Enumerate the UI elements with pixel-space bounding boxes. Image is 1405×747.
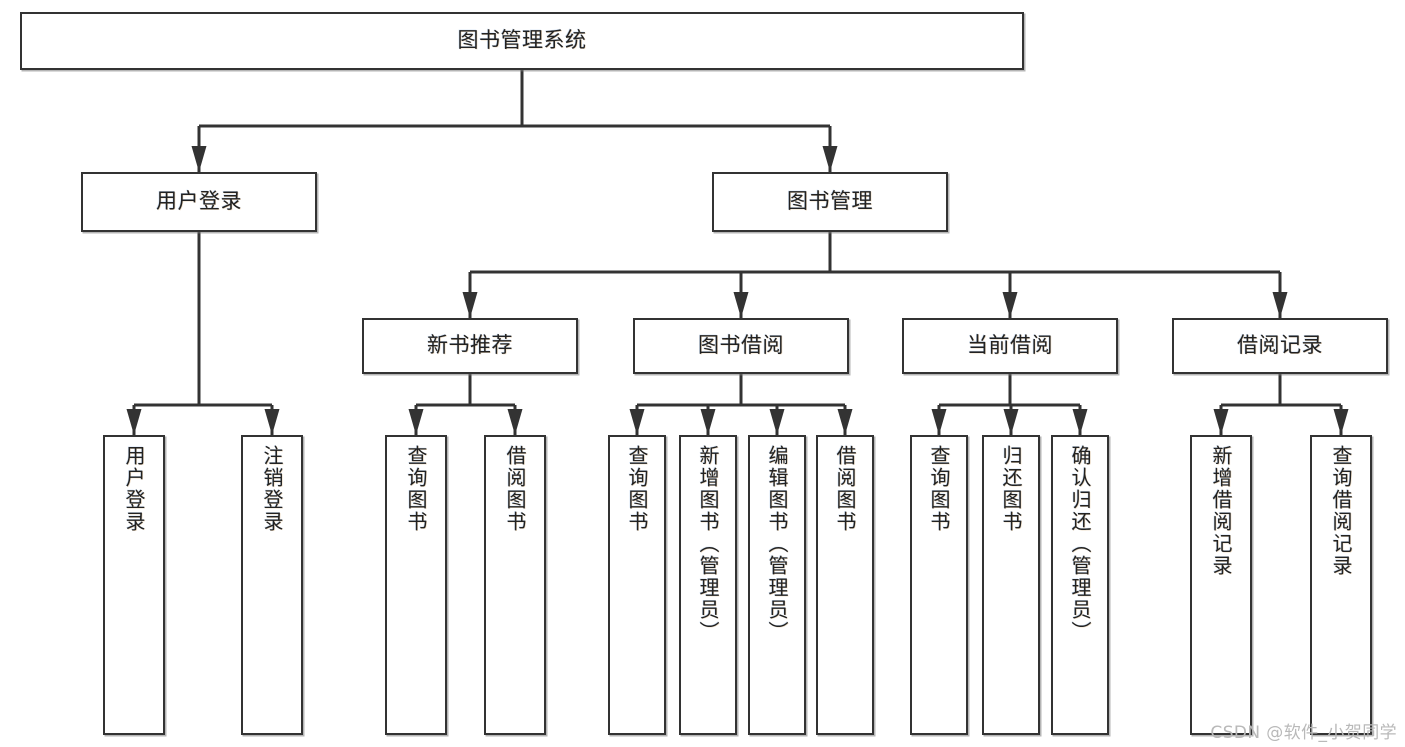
node-records[interactable]: 借阅记录 <box>1172 318 1388 374</box>
arrowhead-to-leaf-rec-2 <box>1333 409 1349 435</box>
arrowhead-to-leaf-rec-1 <box>1213 409 1229 435</box>
arrowhead-to-leaf-bor-3 <box>769 409 785 435</box>
node-label: 借阅图书 <box>833 445 857 533</box>
arrowhead-to-leaf-login-1 <box>126 409 142 435</box>
node-label: 查询图书 <box>625 445 649 533</box>
arrowhead-to-records <box>1272 292 1288 318</box>
node-leaf-rec-1[interactable]: 新增借阅记录 <box>1190 435 1252 735</box>
arrowhead-to-leaf-bor-2 <box>700 409 716 435</box>
node-label: 借阅图书 <box>503 445 527 533</box>
node-label: 新增图书（管理员） <box>696 445 720 643</box>
node-borrow[interactable]: 图书借阅 <box>633 318 849 374</box>
node-leaf-cur-1[interactable]: 查询图书 <box>910 435 968 735</box>
node-leaf-bor-2[interactable]: 新增图书（管理员） <box>679 435 737 735</box>
node-label: 图书管理系统 <box>457 28 587 53</box>
node-label: 确认归还（管理员） <box>1068 445 1092 643</box>
node-label: 查询图书 <box>404 445 428 533</box>
node-label: 编辑图书（管理员） <box>765 445 789 643</box>
node-label: 查询图书 <box>927 445 951 533</box>
node-newbook[interactable]: 新书推荐 <box>362 318 578 374</box>
arrowhead-to-newbook <box>462 292 478 318</box>
node-label: 当前借阅 <box>967 333 1053 358</box>
node-leaf-login-1[interactable]: 用户登录 <box>103 435 165 735</box>
node-label: 新书推荐 <box>427 333 513 358</box>
arrowhead-to-bookmgmt <box>822 146 838 172</box>
node-label: 查询借阅记录 <box>1329 445 1353 577</box>
node-label: 注销登录 <box>260 445 284 533</box>
arrowhead-to-leaf-login-2 <box>264 409 280 435</box>
node-label: 用户登录 <box>122 445 146 533</box>
node-label: 新增借阅记录 <box>1209 445 1233 577</box>
node-label: 图书借阅 <box>698 333 784 358</box>
node-leaf-bor-1[interactable]: 查询图书 <box>608 435 666 735</box>
node-leaf-cur-3[interactable]: 确认归还（管理员） <box>1051 435 1109 735</box>
arrowhead-to-leaf-new-2 <box>507 409 523 435</box>
node-label: 归还图书 <box>999 445 1023 533</box>
node-leaf-new-1[interactable]: 查询图书 <box>385 435 447 735</box>
node-leaf-new-2[interactable]: 借阅图书 <box>484 435 546 735</box>
node-leaf-bor-3[interactable]: 编辑图书（管理员） <box>748 435 806 735</box>
node-leaf-bor-4[interactable]: 借阅图书 <box>816 435 874 735</box>
node-leaf-rec-2[interactable]: 查询借阅记录 <box>1310 435 1372 735</box>
arrowhead-to-borrow <box>733 292 749 318</box>
arrowhead-to-leaf-cur-1 <box>931 409 947 435</box>
node-login[interactable]: 用户登录 <box>81 172 317 232</box>
node-bookmgmt[interactable]: 图书管理 <box>712 172 948 232</box>
node-leaf-login-2[interactable]: 注销登录 <box>241 435 303 735</box>
arrowhead-to-leaf-cur-2 <box>1003 409 1019 435</box>
node-label: 用户登录 <box>156 189 242 214</box>
arrowhead-to-leaf-cur-3 <box>1072 409 1088 435</box>
node-root[interactable]: 图书管理系统 <box>20 12 1024 70</box>
watermark-text: CSDN @软件_小贺同学 <box>1210 723 1397 743</box>
arrowhead-to-current <box>1002 292 1018 318</box>
arrowhead-to-leaf-new-1 <box>408 409 424 435</box>
arrowhead-to-leaf-bor-1 <box>629 409 645 435</box>
node-label: 图书管理 <box>787 189 873 214</box>
node-leaf-cur-2[interactable]: 归还图书 <box>982 435 1040 735</box>
arrowhead-to-leaf-bor-4 <box>837 409 853 435</box>
node-label: 借阅记录 <box>1237 333 1323 358</box>
node-current[interactable]: 当前借阅 <box>902 318 1118 374</box>
arrowhead-to-login <box>191 146 207 172</box>
